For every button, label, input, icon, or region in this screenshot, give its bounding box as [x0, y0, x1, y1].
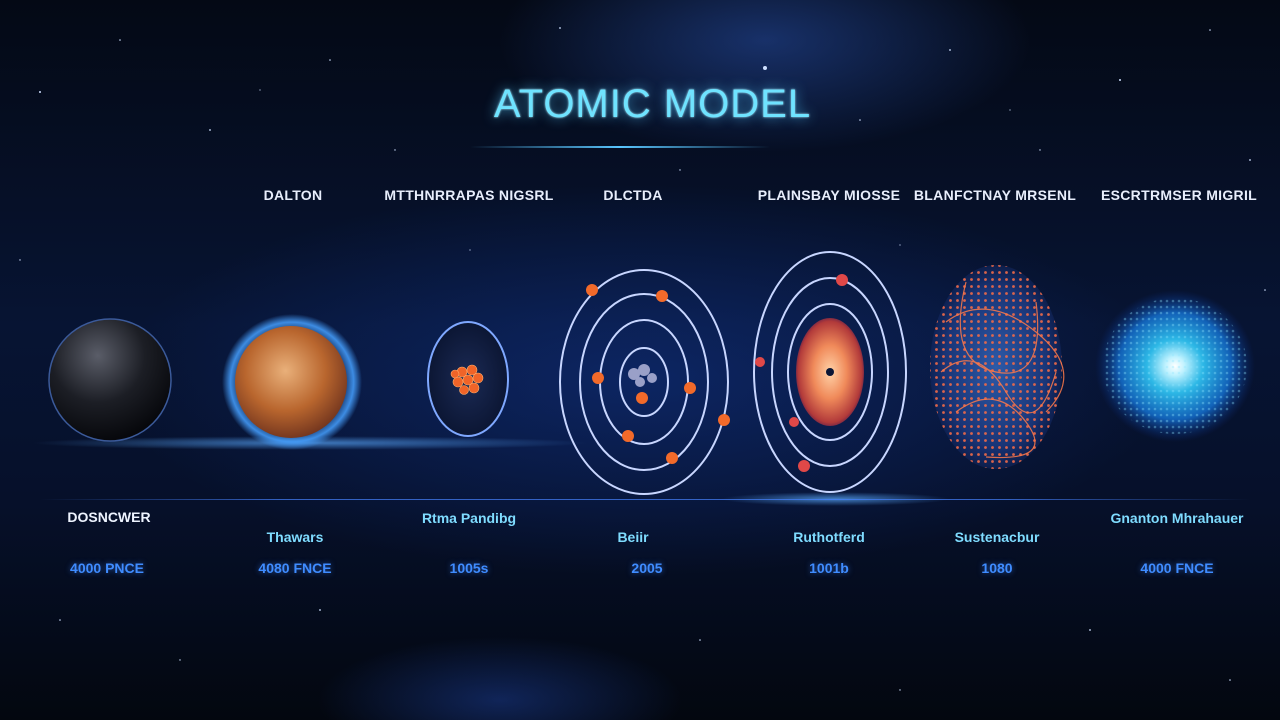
heading-planetary: PLAINSBAY MIOSSE	[757, 187, 901, 203]
cloud-lattice-model	[926, 262, 1066, 472]
year-3: 1005s	[449, 560, 489, 576]
nuclear-model	[422, 318, 514, 440]
heading-thomson: MTTHNRRAPAS NIGSRL	[384, 187, 554, 203]
year-1: 4000 PNCE	[70, 560, 144, 576]
heading-dalton: DALTON	[263, 187, 323, 203]
title-underline	[470, 146, 770, 148]
planetary-model	[750, 248, 910, 498]
solid-sphere-model	[40, 310, 180, 450]
year-6: 1080	[981, 560, 1013, 576]
year-7: 4000 FNCE	[1140, 560, 1214, 576]
year-4: 2005	[631, 560, 663, 576]
scientist-6: Sustenacbur	[954, 529, 1040, 545]
scientist-5: Ruthotferd	[793, 529, 865, 545]
heading-nuclear: DLCTDA	[603, 187, 663, 203]
scientist-3: Rtma Pandibg	[421, 510, 517, 526]
bohr-model	[556, 262, 734, 500]
year-5: 1001b	[809, 560, 849, 576]
scientist-2: Thawars	[266, 529, 324, 545]
heading-planetary-2: BLANFCTNAY MRSENL	[913, 187, 1077, 203]
scientist-1: DOSNCWER	[67, 509, 151, 525]
heading-quantum: ESCRTRMSER MIGRIL	[1101, 187, 1257, 203]
quantum-cloud-model	[1092, 286, 1258, 446]
page-title: ATOMIC MODEL	[493, 82, 812, 126]
scientist-7: Gnanton Mhrahauer	[1110, 510, 1244, 526]
plum-pudding-model	[218, 306, 368, 456]
scientist-4: Beiir	[617, 529, 649, 545]
year-2: 4080 FNCE	[258, 560, 332, 576]
timeline-divider	[40, 499, 1250, 500]
